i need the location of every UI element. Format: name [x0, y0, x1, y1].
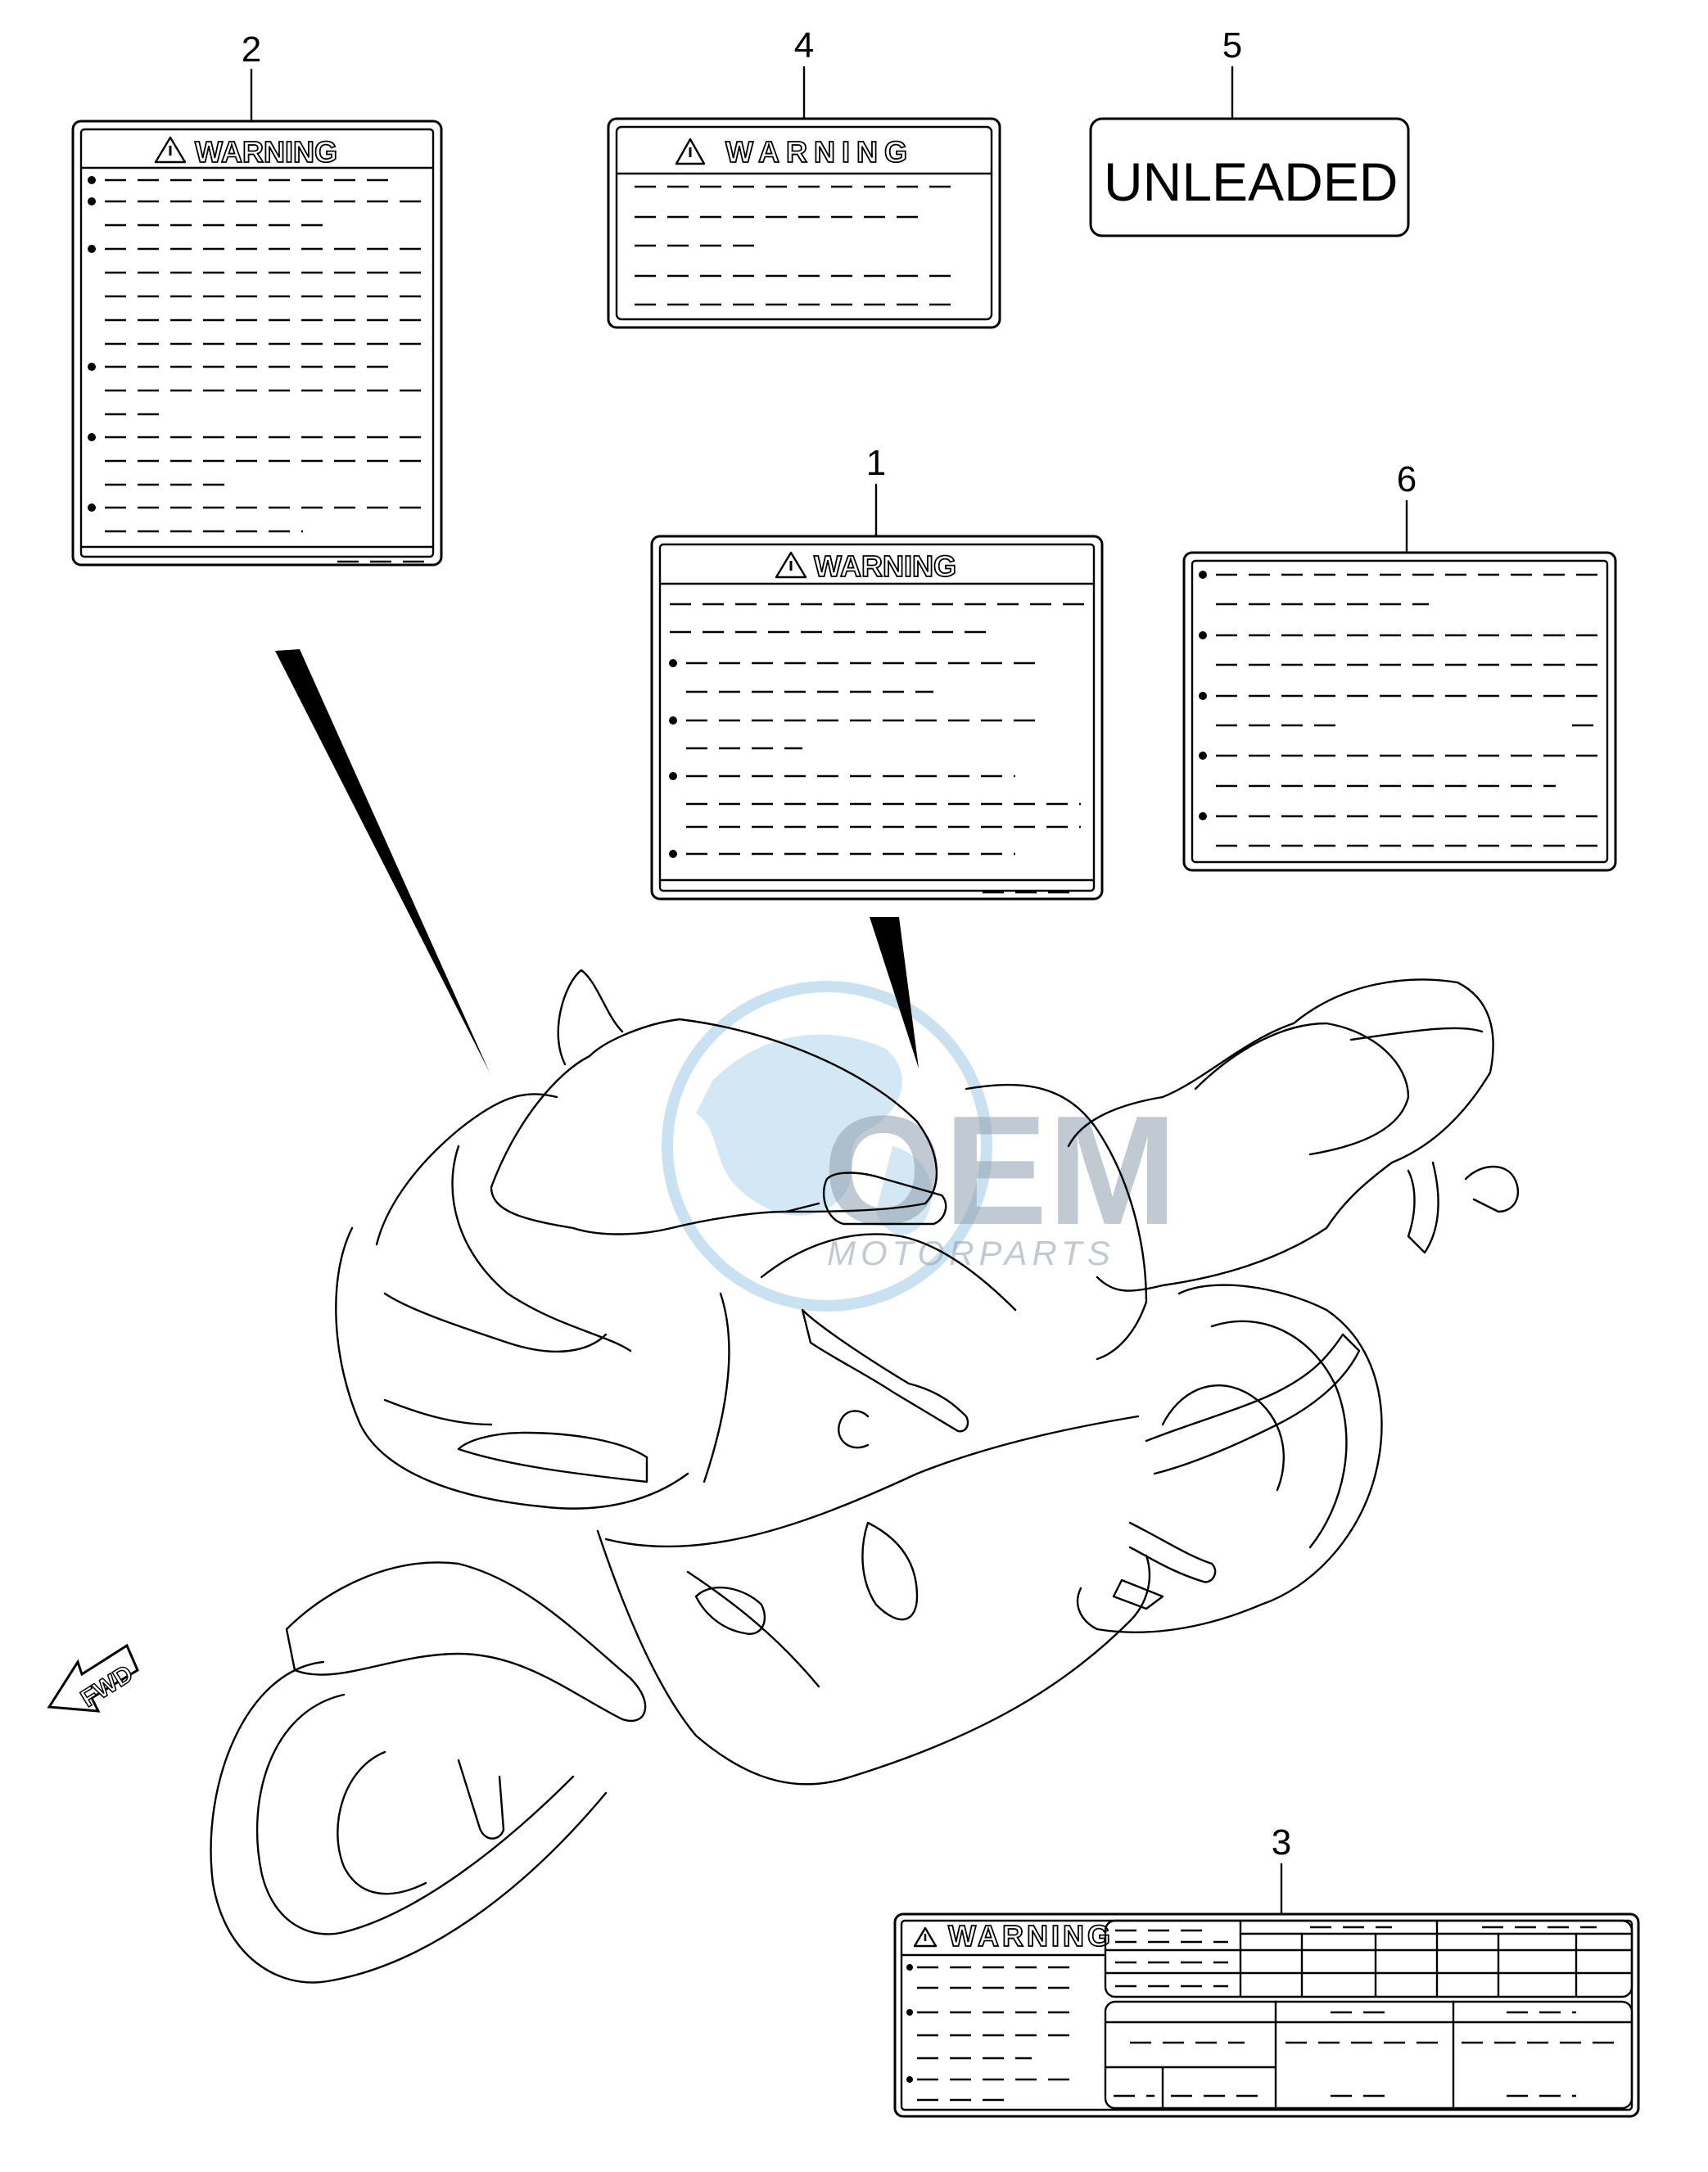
- label-1: 1 WARNING: [650, 443, 1104, 901]
- label-3-heading: WARNING: [948, 1919, 1114, 1953]
- label-4: 4 WARNING: [607, 25, 1001, 329]
- label-2: 2 WARNING: [71, 29, 443, 567]
- label-1-heading: WARNING: [814, 549, 956, 583]
- warning-triangle-icon: [775, 551, 807, 579]
- warning-triangle-icon: [913, 1926, 938, 1948]
- watermark: OEM MOTORPARTS: [662, 981, 1177, 1312]
- globe-icon: [662, 981, 992, 1312]
- callout-2: 2: [242, 29, 261, 70]
- label-2-heading: WARNING: [195, 135, 337, 169]
- label-3-lower-table: [1104, 2000, 1633, 2110]
- callout-6: 6: [1397, 459, 1417, 499]
- label-4-heading: WARNING: [725, 135, 914, 169]
- callout-4: 4: [794, 25, 814, 65]
- warning-triangle-icon: [675, 138, 706, 165]
- watermark-brand: OEM: [823, 1084, 1177, 1258]
- leader-pointers: [275, 649, 919, 1072]
- warning-triangle-icon: [154, 136, 187, 164]
- watermark-subtitle: MOTORPARTS: [827, 1234, 1115, 1272]
- label-3-left-lines: [906, 1964, 1073, 2102]
- label-5: 5 UNLEADED: [1089, 25, 1410, 237]
- callout-1: 1: [866, 443, 886, 483]
- label-3-upper-table: [1104, 1919, 1633, 1998]
- callout-5: 5: [1222, 25, 1242, 65]
- label-3: 3 WARNING: [893, 1822, 1640, 2118]
- callout-3: 3: [1272, 1822, 1291, 1863]
- label-6-text-lines: [1199, 571, 1601, 847]
- label-4-text-lines: [635, 185, 962, 306]
- label-5-text: UNLEADED: [1104, 151, 1398, 212]
- forward-arrow-icon: FWD: [47, 1643, 139, 1714]
- motorcycle-illustration: [210, 969, 1520, 1984]
- label-6: 6: [1182, 459, 1617, 872]
- label-1-text-lines: [658, 603, 1096, 894]
- label-2-text-lines: [79, 176, 435, 563]
